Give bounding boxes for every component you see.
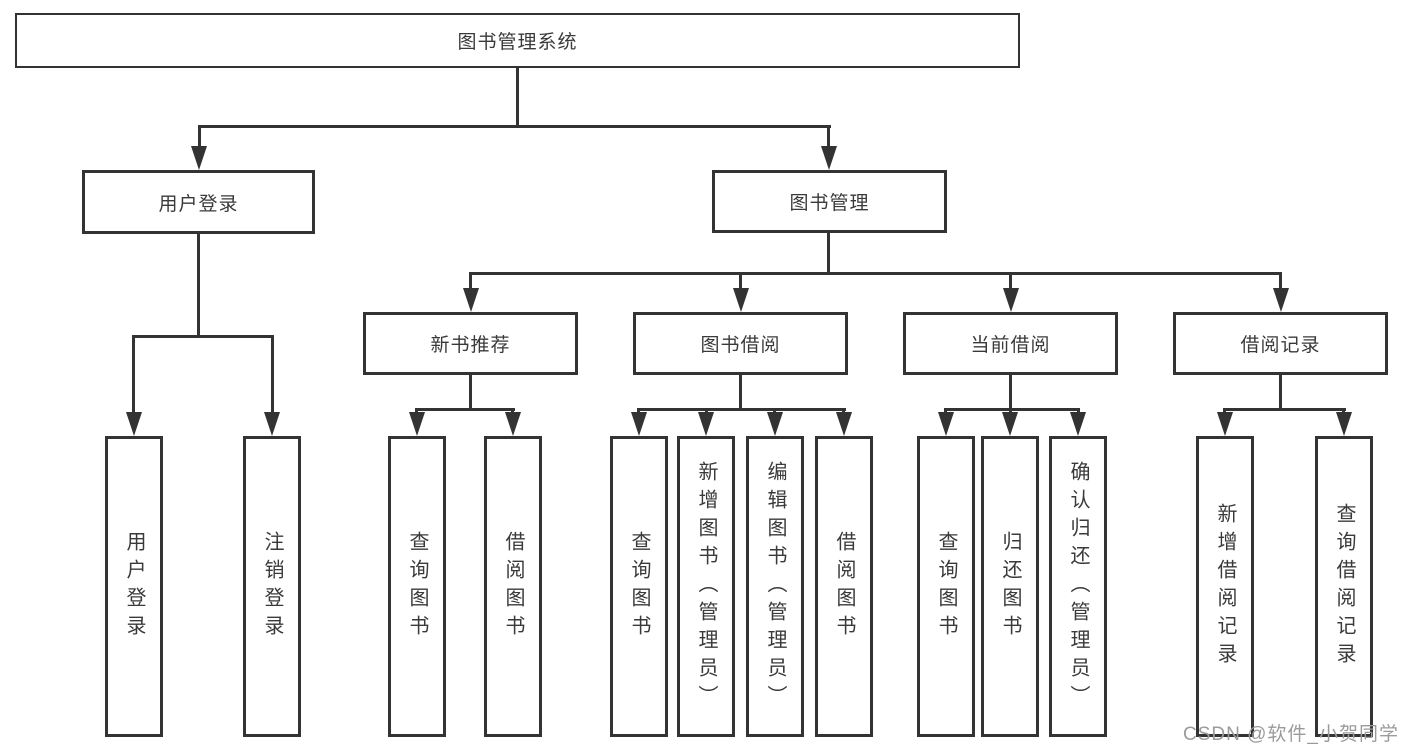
node-book-borrowing: 图书借阅	[633, 312, 848, 375]
arrow-down-icon	[1002, 412, 1018, 436]
node-book-borrowing-label: 图书借阅	[700, 335, 781, 356]
watermark: CSDN @软件_小贺同学	[1183, 724, 1399, 745]
leaf-query-books-current-label: 查询图书	[935, 530, 957, 643]
arrow-down-icon	[938, 412, 954, 436]
node-user-login: 用户登录	[82, 170, 315, 234]
node-current-borrowing: 当前借阅	[903, 312, 1118, 375]
leaf-return-book: 归还图书	[981, 436, 1039, 737]
connector-to-level2	[1279, 272, 1282, 292]
arrow-down-icon	[463, 288, 479, 312]
connector-book-borrowing-stub	[739, 375, 742, 408]
connector-book-management-stub	[827, 233, 830, 272]
leaf-add-book-admin: 新增图书（管理员）	[677, 436, 735, 737]
arrow-down-icon	[698, 412, 714, 436]
leaf-borrow-books-recommend-label: 借阅图书	[502, 530, 524, 643]
leaf-add-borrow-record-label: 新增借阅记录	[1214, 502, 1236, 671]
arrow-down-icon	[821, 146, 837, 170]
leaf-query-books-borrowing-label: 查询图书	[628, 530, 650, 643]
leaf-borrow-books: 借阅图书	[815, 436, 873, 737]
connector-to-level2	[739, 272, 742, 292]
connector-to-level2	[1009, 272, 1012, 292]
connector-current-borrowing-stub	[1009, 375, 1012, 408]
connector-current-borrowing-branch	[945, 408, 1080, 411]
connector-root-stub	[516, 68, 519, 125]
connector-new-book-stub	[469, 375, 472, 408]
arrow-down-icon	[1003, 288, 1019, 312]
node-new-book-recommend-label: 新书推荐	[430, 335, 511, 356]
leaf-borrow-books-recommend: 借阅图书	[484, 436, 542, 737]
node-root-label: 图书管理系统	[457, 32, 578, 53]
connector-new-book-branch	[416, 408, 515, 411]
arrow-down-icon	[264, 412, 280, 436]
connector-borrowing-records-branch	[1224, 408, 1346, 411]
arrow-down-icon	[1273, 288, 1289, 312]
leaf-logout-label: 注销登录	[261, 530, 283, 643]
arrow-down-icon	[1070, 412, 1086, 436]
leaf-query-books-recommend: 查询图书	[388, 436, 446, 737]
connector-root-branch	[198, 125, 831, 128]
leaf-user-login-label: 用户登录	[123, 530, 145, 643]
leaf-query-books-current: 查询图书	[917, 436, 975, 737]
leaf-add-borrow-record: 新增借阅记录	[1196, 436, 1254, 737]
node-borrowing-records-label: 借阅记录	[1240, 335, 1321, 356]
leaf-borrow-books-label: 借阅图书	[833, 530, 855, 643]
arrow-down-icon	[836, 412, 852, 436]
connector-to-book-management	[827, 125, 830, 150]
connector-to-user-login	[198, 125, 201, 150]
leaf-query-books-borrowing: 查询图书	[610, 436, 668, 737]
leaf-return-book-label: 归还图书	[999, 530, 1021, 643]
node-user-login-label: 用户登录	[158, 193, 239, 215]
node-book-management-label: 图书管理	[789, 193, 870, 214]
arrow-down-icon	[767, 412, 783, 436]
leaf-confirm-return-admin-label: 确认归还（管理员）	[1067, 460, 1089, 713]
leaf-user-login: 用户登录	[105, 436, 163, 737]
leaf-edit-book-admin: 编辑图书（管理员）	[746, 436, 804, 737]
connector-book-borrowing-branch	[638, 408, 846, 411]
connector-to-leaf	[271, 335, 274, 414]
arrow-down-icon	[191, 146, 207, 170]
leaf-query-borrow-record: 查询借阅记录	[1315, 436, 1373, 737]
leaf-add-book-admin-label: 新增图书（管理员）	[695, 460, 717, 713]
arrow-down-icon	[631, 412, 647, 436]
connector-user-login-stub	[197, 234, 200, 335]
connector-user-login-branch	[133, 335, 274, 338]
connector-to-level2	[469, 272, 472, 292]
node-current-borrowing-label: 当前借阅	[970, 335, 1051, 356]
node-new-book-recommend: 新书推荐	[363, 312, 578, 375]
arrow-down-icon	[409, 412, 425, 436]
leaf-query-borrow-record-label: 查询借阅记录	[1333, 502, 1355, 671]
node-root: 图书管理系统	[15, 13, 1020, 68]
arrow-down-icon	[733, 288, 749, 312]
node-borrowing-records: 借阅记录	[1173, 312, 1388, 375]
arrow-down-icon	[1217, 412, 1233, 436]
leaf-edit-book-admin-label: 编辑图书（管理员）	[764, 460, 786, 713]
arrow-down-icon	[505, 412, 521, 436]
connector-book-management-branch	[469, 272, 1282, 275]
leaf-query-books-recommend-label: 查询图书	[406, 530, 428, 643]
arrow-down-icon	[1336, 412, 1352, 436]
node-book-management: 图书管理	[712, 170, 947, 233]
connector-to-leaf	[132, 335, 135, 414]
leaf-logout: 注销登录	[243, 436, 301, 737]
leaf-confirm-return-admin: 确认归还（管理员）	[1049, 436, 1107, 737]
connector-borrowing-records-stub	[1279, 375, 1282, 408]
arrow-down-icon	[126, 412, 142, 436]
